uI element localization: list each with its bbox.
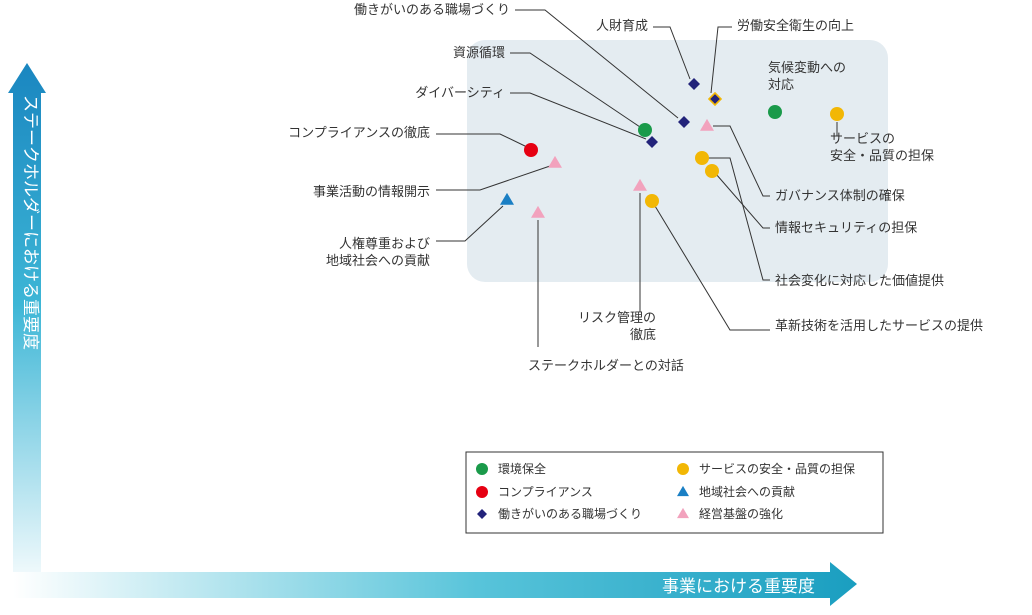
legend-box	[465, 451, 884, 534]
leader-line	[510, 92, 647, 140]
leader-line	[436, 205, 504, 242]
data-point-marker	[830, 107, 844, 121]
leader-line	[653, 26, 691, 80]
leader-line	[710, 26, 732, 94]
data-point-marker	[646, 136, 658, 148]
data-point-marker	[678, 116, 690, 128]
data-point-marker	[705, 164, 719, 178]
leader-line	[654, 205, 770, 331]
leader-line	[436, 133, 528, 148]
data-point-marker	[700, 118, 714, 131]
legend-marker	[476, 486, 488, 498]
legend-marker	[677, 507, 689, 519]
leader-line	[713, 125, 770, 197]
legend-marker	[477, 509, 487, 519]
data-point-marker	[645, 194, 659, 208]
data-point-marker	[548, 155, 562, 168]
data-point-label: コンプライアンスの徹底	[288, 125, 430, 141]
data-point-label: ステークホルダーとの対話	[528, 358, 684, 374]
legend-label: 地域社会への貢献	[699, 484, 795, 499]
data-point-label: 情報セキュリティの担保	[775, 221, 917, 236]
y-axis-label: ステークホルダーにおける重要度	[20, 95, 40, 350]
data-point-label: 事業活動の情報開示	[313, 184, 430, 200]
legend-label: コンプライアンス	[498, 485, 593, 499]
data-point-marker	[500, 192, 514, 205]
data-point-label: 気候変動への対応	[768, 60, 846, 93]
data-point-marker	[695, 151, 709, 165]
data-point-label: サービスの安全・品質の担保	[830, 132, 934, 164]
y-axis-arrow	[8, 63, 46, 598]
data-point-label: ダイバーシティ	[415, 86, 505, 101]
legend-marker	[677, 463, 689, 475]
data-point-label: 革新技術を活用したサービスの提供	[775, 318, 983, 334]
leader-line	[708, 157, 770, 281]
data-point-marker	[531, 205, 545, 218]
data-point-label: 社会変化に対応した価値提供	[775, 273, 944, 289]
legend-label: 環境保全	[498, 461, 546, 476]
legend-label: サービスの安全・品質の担保	[699, 461, 855, 476]
legend-marker	[677, 485, 689, 497]
x-axis-arrow	[13, 562, 857, 606]
data-point-label: リスク管理の徹底	[578, 311, 656, 343]
legend-marker	[476, 463, 488, 475]
priority-zone	[467, 40, 888, 282]
data-point-marker	[688, 78, 700, 90]
legend-label: 働きがいのある職場づくり	[498, 506, 642, 521]
data-point-label: 資源循環	[453, 46, 505, 61]
legend-label: 経営基盤の強化	[699, 507, 783, 521]
data-point-label: 人財育成	[596, 18, 648, 34]
data-point-label: 働きがいのある職場づくり	[354, 3, 510, 18]
data-point-marker	[707, 91, 723, 107]
leader-line	[436, 165, 551, 191]
leader-line	[515, 9, 679, 119]
data-point-label: 労働安全衛生の向上	[737, 18, 854, 34]
x-axis-label: 事業における重要度	[662, 577, 815, 597]
data-point-label: ガバナンス体制の確保	[775, 188, 905, 204]
data-point-marker	[768, 105, 782, 119]
data-point-marker	[638, 123, 652, 137]
leader-line	[510, 52, 641, 128]
data-point-label: 人権尊重および地域社会への貢献	[326, 236, 430, 269]
data-point-marker	[524, 143, 538, 157]
data-point-marker	[633, 178, 647, 191]
leader-line	[715, 173, 770, 229]
